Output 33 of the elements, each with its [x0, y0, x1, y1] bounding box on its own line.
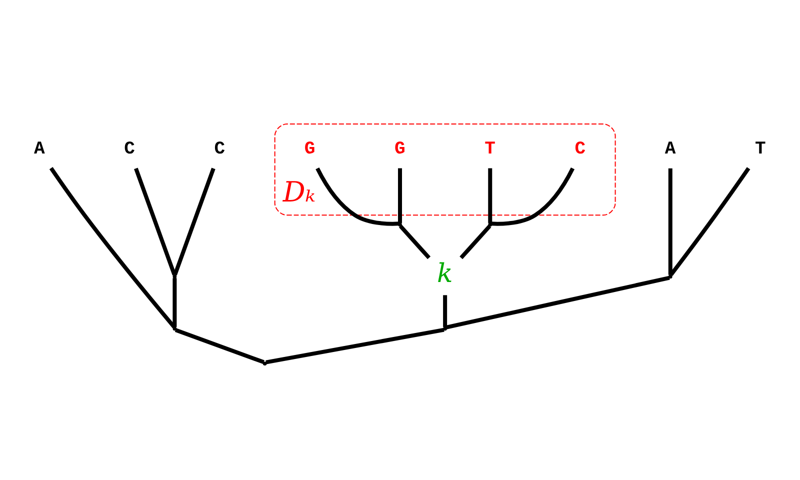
- node-text: T: [484, 138, 496, 159]
- connector: [460, 224, 492, 259]
- connector: [316, 166, 399, 226]
- node-point: [262, 361, 267, 365]
- connector: [173, 167, 216, 275]
- node-point: [398, 222, 402, 226]
- node-text: A: [34, 138, 45, 159]
- node-text: C: [574, 138, 586, 159]
- connector: [488, 168, 492, 223]
- connector: [266, 327, 444, 364]
- connector: [669, 166, 750, 276]
- connector: [49, 166, 176, 328]
- connector: [134, 167, 176, 275]
- connector: [446, 275, 670, 329]
- node-point: [172, 274, 177, 278]
- node-text: G: [304, 138, 316, 159]
- node-point: [488, 222, 492, 226]
- node-text: k: [437, 258, 453, 288]
- node-text: C: [214, 138, 226, 159]
- node-text: A: [664, 138, 676, 159]
- node-point: [668, 274, 672, 278]
- node-text: T: [754, 138, 766, 159]
- connector: [668, 168, 672, 274]
- connector: [174, 328, 264, 364]
- node-text: G: [394, 138, 406, 159]
- node-point: [443, 326, 447, 330]
- connector: [172, 278, 177, 327]
- connector: [443, 294, 448, 327]
- connector: [398, 224, 431, 259]
- node-text: C: [124, 138, 135, 159]
- connector: [491, 166, 575, 226]
- node-point: [172, 326, 177, 330]
- connector: [398, 168, 402, 223]
